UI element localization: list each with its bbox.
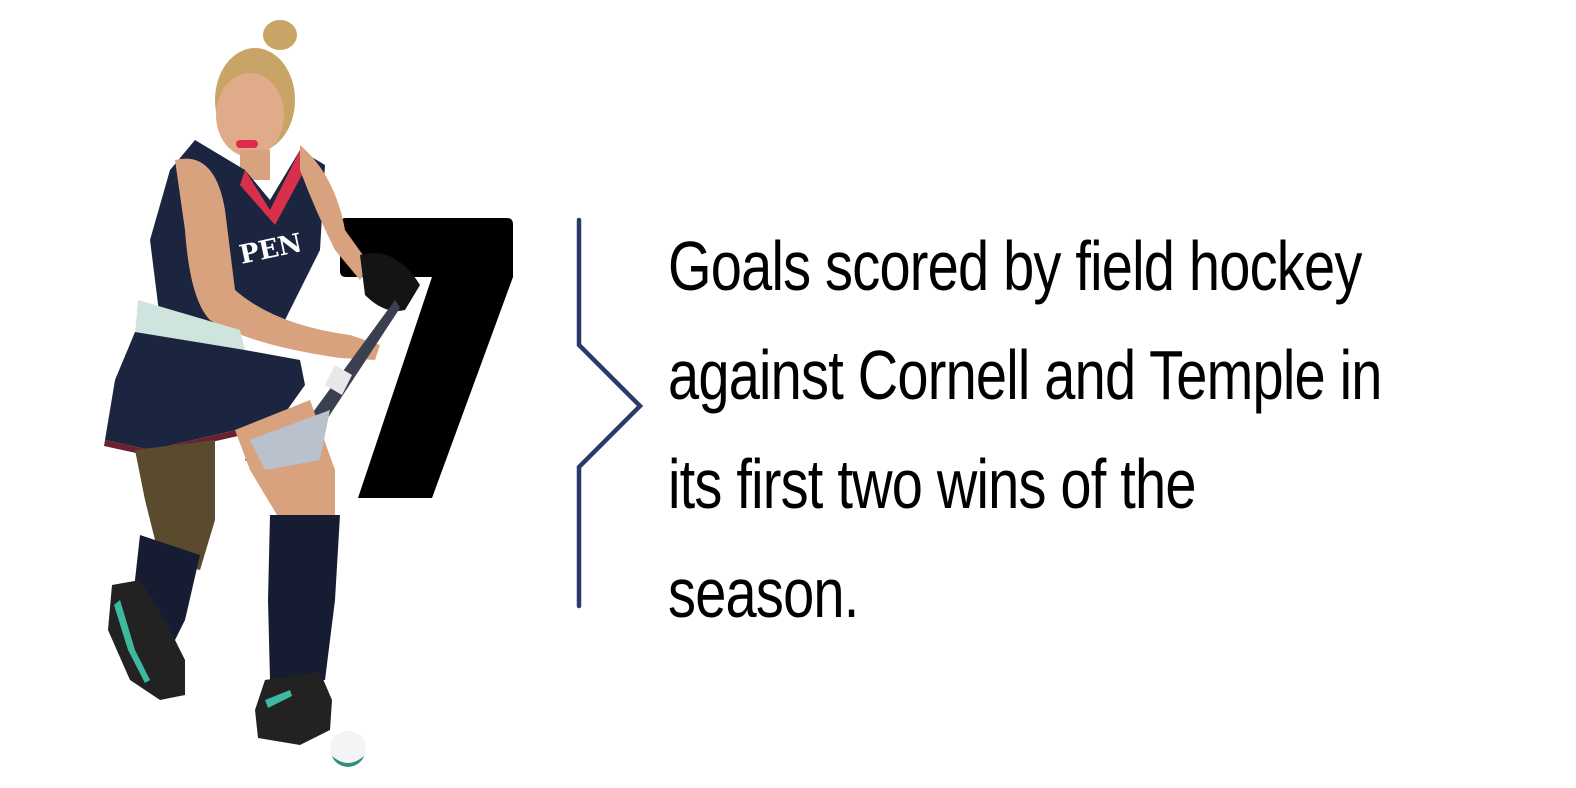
stat-description: Goals scored by field hockey against Cor… [668, 212, 1382, 648]
player-photo: PEN [104, 20, 420, 767]
stat-description-line-4: season. [668, 554, 859, 632]
stat-description-line-1: Goals scored by field hockey [668, 227, 1362, 305]
stat-number-seven [340, 218, 513, 498]
bracket-divider [576, 217, 644, 609]
stat-description-line-2: against Cornell and Temple in [668, 336, 1382, 414]
stat-description-line-3: its first two wins of the [668, 445, 1197, 523]
